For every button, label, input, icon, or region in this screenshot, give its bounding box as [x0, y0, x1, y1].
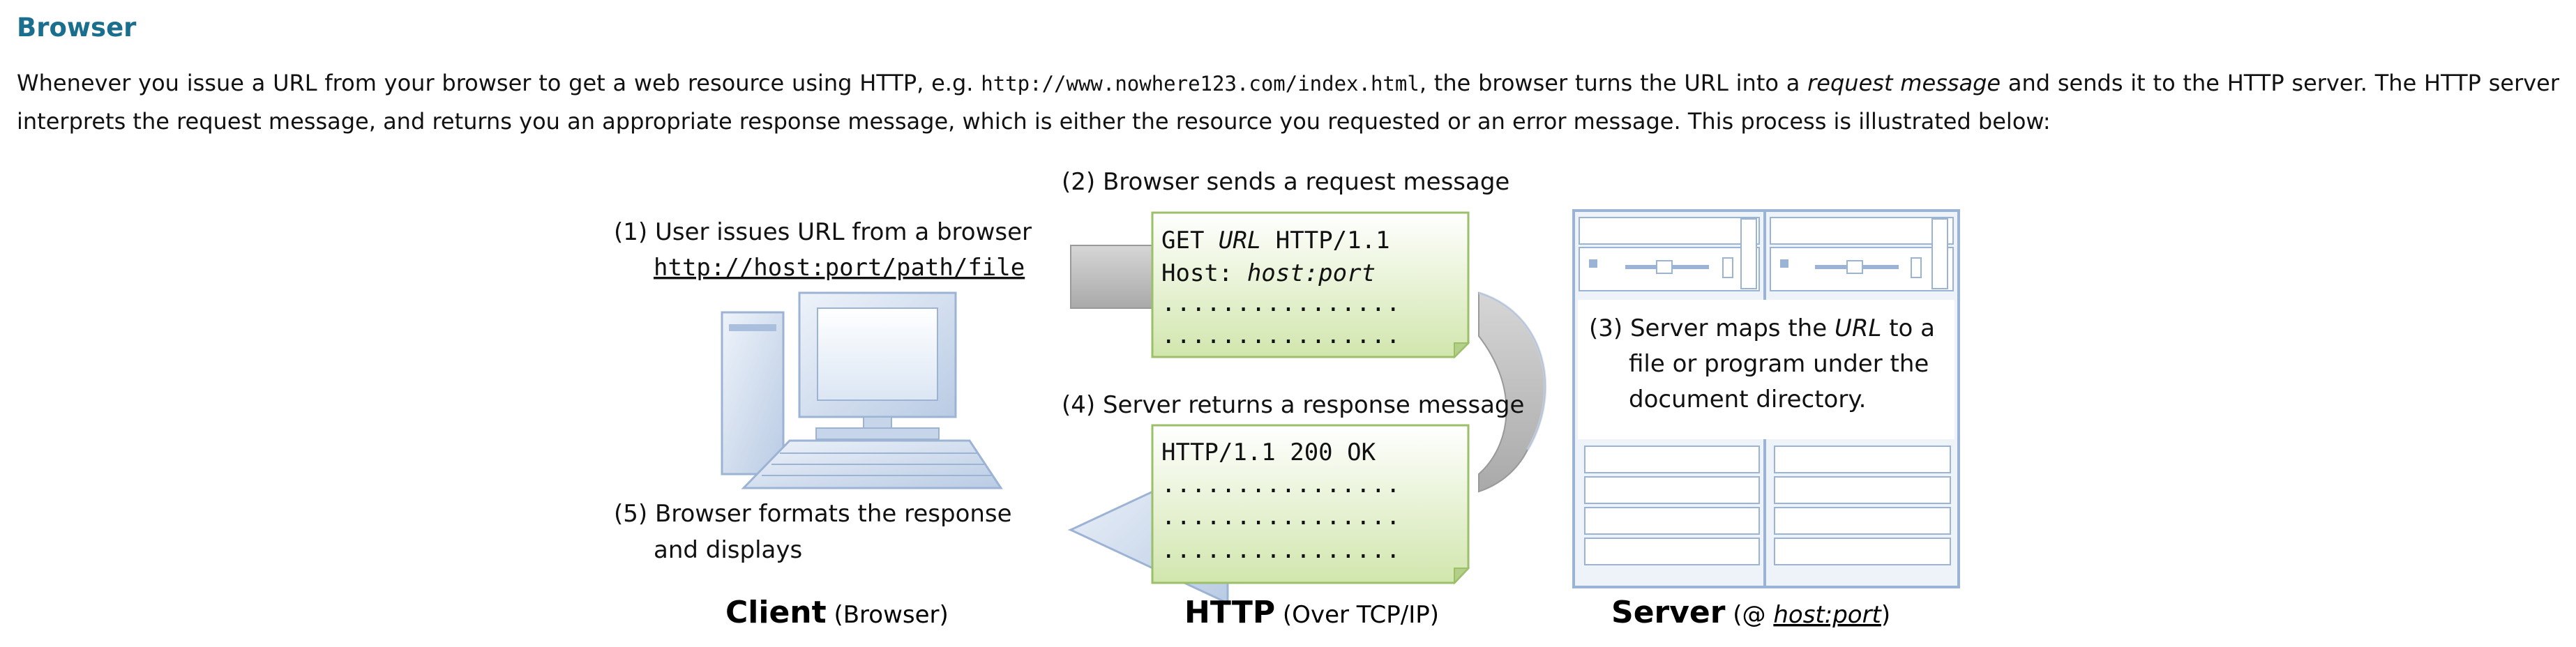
client-caption-note: (Browser)	[827, 601, 949, 629]
step5-line1: (5) Browser formats the response	[614, 500, 1012, 528]
intro-text-1: Whenever you issue a URL from your brows…	[17, 70, 981, 96]
step3-line1: (3) Server maps the URL to a	[1589, 314, 1935, 342]
request-arrow	[1070, 245, 1162, 309]
request-line: GET URL HTTP/1.1	[1161, 227, 1390, 254]
step2-label: (2) Browser sends a request message	[1062, 168, 1509, 196]
http-caption: HTTP (Over TCP/IP)	[1184, 595, 1439, 630]
intro-text-2: , the browser turns the URL into a	[1419, 70, 1808, 96]
intro-emphasis: request message	[1807, 70, 2001, 96]
step3-post: to a	[1881, 314, 1935, 342]
step3-url: URL	[1835, 314, 1881, 342]
computer-icon	[721, 291, 1003, 489]
request-method: GET	[1161, 227, 1219, 254]
client-caption-bold: Client	[725, 595, 827, 630]
server-caption-note-post: )	[1881, 601, 1890, 629]
request-message-note	[1151, 211, 1470, 359]
step3-line2: file or program under the	[1629, 350, 1929, 378]
http-caption-bold: HTTP	[1184, 595, 1275, 630]
request-url: URL	[1219, 227, 1261, 254]
intro-text-3: and sends it to the HTTP server. The HTT…	[17, 70, 2560, 135]
step1-url: http://host:port/path/file	[654, 254, 1025, 282]
step1-label: (1) User issues URL from a browser	[614, 218, 1032, 246]
response-dots-1: ................	[1161, 471, 1401, 498]
request-dots-1: ................	[1161, 289, 1401, 317]
server-caption-note-pre: (@	[1725, 601, 1773, 629]
section-heading: Browser	[17, 13, 137, 43]
response-status-line: HTTP/1.1 200 OK	[1161, 439, 1376, 466]
request-host-label: Host:	[1161, 259, 1247, 287]
example-url: http://www.nowhere123.com/index.html	[981, 72, 1419, 96]
step3-line3: document directory.	[1629, 386, 1866, 413]
step5-line2: and displays	[654, 536, 802, 564]
server-caption-host: host:port	[1773, 601, 1882, 629]
step3-pre: (3) Server maps the	[1589, 314, 1835, 342]
step4-label: (4) Server returns a response message	[1062, 391, 1524, 419]
request-dots-2: ................	[1161, 321, 1401, 349]
http-caption-note: (Over TCP/IP)	[1275, 601, 1439, 629]
client-caption: Client (Browser)	[725, 595, 949, 630]
response-dots-3: ................	[1161, 536, 1401, 564]
intro-paragraph: Whenever you issue a URL from your brows…	[17, 64, 2559, 140]
response-dots-2: ................	[1161, 503, 1401, 531]
request-version: HTTP/1.1	[1261, 227, 1389, 254]
response-message-note	[1151, 424, 1470, 585]
server-caption-bold: Server	[1611, 595, 1726, 630]
request-host-value: host:port	[1247, 259, 1376, 287]
server-rack-icon	[1572, 209, 1960, 588]
server-caption: Server (@ host:port)	[1611, 595, 1890, 630]
request-host-line: Host: host:port	[1161, 259, 1376, 287]
